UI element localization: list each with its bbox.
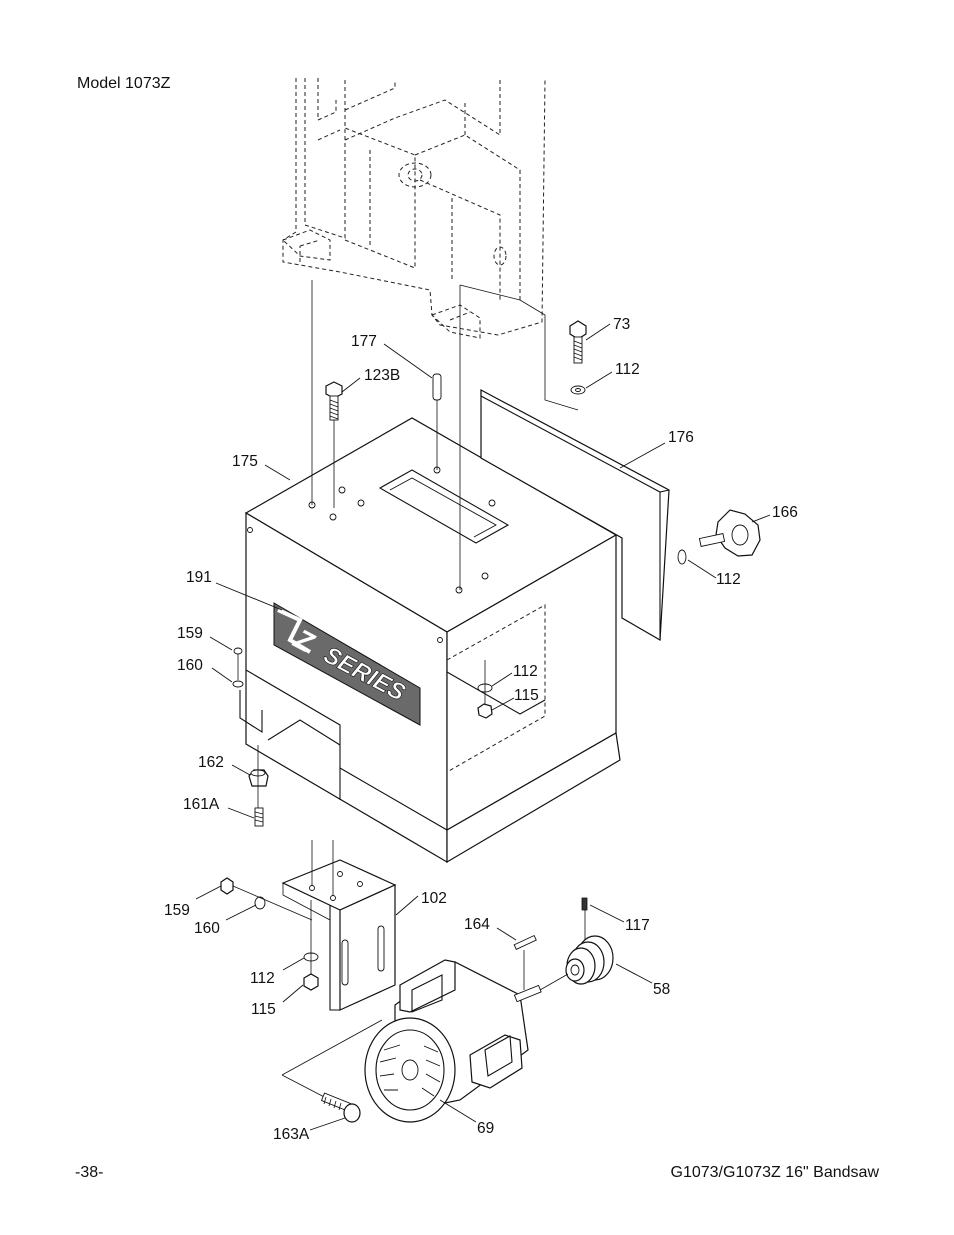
pin-177 bbox=[432, 373, 442, 470]
callout-58: 58 bbox=[653, 981, 670, 998]
callout-159: 159 bbox=[164, 902, 190, 919]
cabinet-foot-fasteners bbox=[232, 647, 269, 827]
back-panel bbox=[480, 389, 670, 642]
callout-162: 162 bbox=[198, 754, 224, 771]
leader-lines bbox=[195, 323, 771, 1131]
callout-112: 112 bbox=[716, 571, 741, 588]
callout-176: 176 bbox=[668, 429, 694, 446]
callout-191: 191 bbox=[186, 569, 212, 586]
callout-123b: 123B bbox=[364, 367, 400, 384]
pulley-58 bbox=[539, 935, 614, 991]
callout-112: 112 bbox=[615, 361, 640, 378]
callout-161a: 161A bbox=[183, 796, 220, 813]
callout-73: 73 bbox=[613, 316, 630, 333]
callout-69: 69 bbox=[477, 1120, 494, 1137]
callout-163a: 163A bbox=[273, 1126, 310, 1143]
cabinet-stand bbox=[239, 417, 621, 864]
bolt-123b bbox=[325, 381, 343, 508]
set-screw-117 bbox=[581, 897, 588, 911]
manual-title: G1073/G1073Z 16" Bandsaw bbox=[670, 1164, 879, 1181]
callout-115: 115 bbox=[251, 1001, 276, 1018]
bolt-73 bbox=[569, 320, 587, 395]
model-title: Model 1073Z bbox=[77, 75, 171, 92]
upper-frame-outline bbox=[282, 78, 546, 339]
callout-labels: 73 177 123B 112 176 175 166 112 191 159 … bbox=[164, 316, 798, 1143]
callout-115: 115 bbox=[514, 687, 539, 704]
key-164 bbox=[513, 934, 537, 950]
callout-160: 160 bbox=[177, 657, 203, 674]
callout-160: 160 bbox=[194, 920, 220, 937]
callout-112: 112 bbox=[250, 970, 275, 987]
callout-102: 102 bbox=[421, 890, 447, 907]
page-number: -38- bbox=[75, 1164, 104, 1181]
callout-159: 159 bbox=[177, 625, 203, 642]
callout-175: 175 bbox=[232, 453, 258, 470]
motor bbox=[364, 959, 542, 1123]
callout-117: 117 bbox=[625, 917, 650, 934]
motor-mount-bracket bbox=[281, 840, 397, 1011]
callout-177: 177 bbox=[351, 333, 377, 350]
callout-166: 166 bbox=[772, 504, 798, 521]
callout-164: 164 bbox=[464, 916, 490, 933]
callout-112: 112 bbox=[513, 663, 538, 680]
bolt-163a bbox=[320, 1092, 361, 1123]
knob-166 bbox=[677, 509, 761, 565]
